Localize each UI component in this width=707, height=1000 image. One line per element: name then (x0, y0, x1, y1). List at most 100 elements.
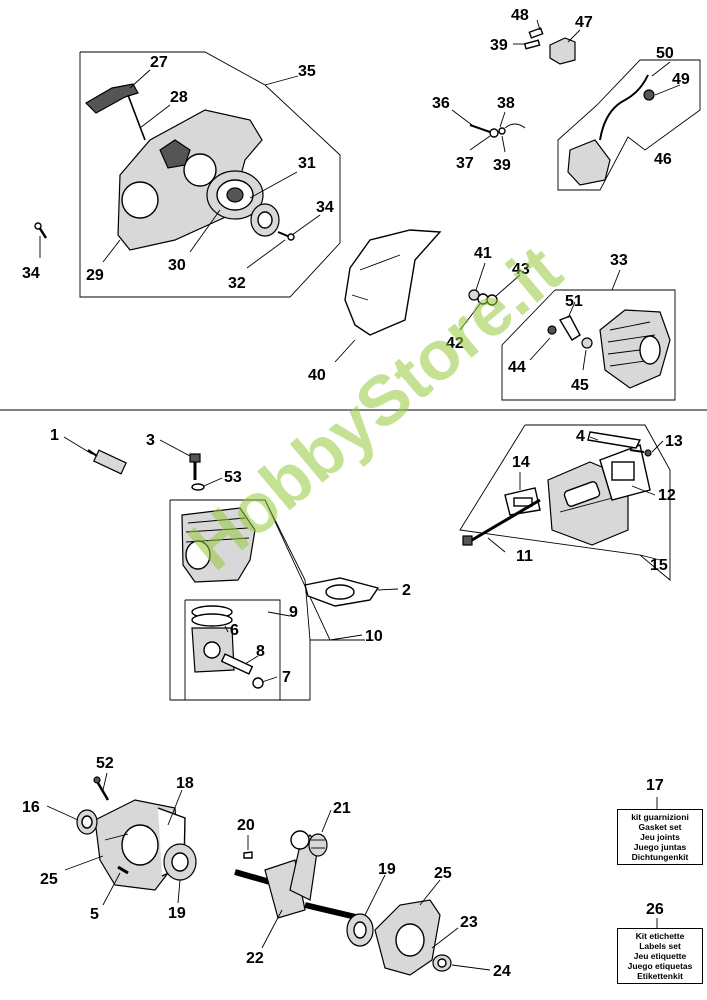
callout-49: 49 (672, 71, 690, 88)
callout-46: 46 (654, 151, 672, 168)
piston-group-frame (184, 599, 281, 701)
callout-26: 26 (646, 901, 664, 918)
callout-33: 33 (610, 252, 628, 269)
callout-45: 45 (571, 377, 589, 394)
callout-20: 20 (237, 817, 255, 834)
callout-25-left: 25 (40, 871, 58, 888)
air-deflector (344, 229, 442, 336)
crankcase-right (374, 899, 441, 976)
callout-51: 51 (565, 293, 583, 310)
labels-kit-line-4: Juego etiquetas (627, 961, 693, 971)
spark-plug (87, 449, 127, 475)
callout-12: 12 (658, 487, 676, 504)
crankcase-left (94, 799, 179, 891)
coil-group-frame (557, 59, 701, 191)
pulley-spring (250, 203, 280, 237)
callout-24: 24 (493, 963, 511, 980)
muffler-gasket (599, 444, 651, 501)
muffler-plate (587, 431, 642, 449)
bearing-right (346, 913, 374, 947)
gasket-kit-line-5: Dichtungenkit (631, 852, 689, 862)
callout-13: 13 (665, 433, 683, 450)
callout-38: 38 (497, 95, 515, 112)
labels-kit-line-3: Jeu etiquette (633, 951, 687, 961)
ignition-switch (523, 27, 576, 65)
callout-50: 50 (656, 45, 674, 62)
circlip (252, 677, 264, 689)
callout-16: 16 (22, 799, 40, 816)
callout-29: 29 (86, 267, 104, 284)
loose-screw (34, 222, 48, 239)
crankshaft (234, 830, 361, 921)
exhaust-spacer (504, 487, 541, 516)
muffler-group-frame (459, 424, 671, 581)
starter-handle (85, 83, 146, 141)
pulley-screw (277, 231, 295, 241)
callout-18: 18 (176, 775, 194, 792)
dowel-pin (117, 865, 129, 875)
callout-31: 31 (298, 155, 316, 172)
callout-41: 41 (474, 245, 492, 262)
callout-48: 48 (511, 7, 529, 24)
callout-1: 1 (50, 427, 59, 444)
oil-seal-left (76, 809, 98, 835)
callout-42: 42 (446, 335, 464, 352)
gasket-kit-line-1: kit guarnizioni (631, 812, 689, 822)
callout-44: 44 (508, 359, 526, 376)
crankcase-screw (93, 776, 110, 801)
callout-36: 36 (432, 95, 450, 112)
key (243, 851, 253, 859)
pawl (547, 315, 581, 341)
callout-25-right: 25 (434, 865, 452, 882)
oil-seal-right (432, 954, 452, 972)
callout-3: 3 (146, 432, 155, 449)
callout-2: 2 (402, 582, 411, 599)
callout-10: 10 (365, 628, 383, 645)
muffler-bolt (462, 498, 541, 546)
cylinder-bolt (189, 453, 205, 491)
starter-group-frame (79, 51, 341, 298)
ignition-coil (567, 74, 655, 186)
callout-22: 22 (246, 950, 264, 967)
piston-pin (220, 653, 254, 675)
callout-52: 52 (96, 755, 114, 772)
cylinder-gasket (304, 577, 380, 607)
bearing-left (163, 843, 197, 881)
callout-23: 23 (460, 914, 478, 931)
callout-32: 32 (228, 275, 246, 292)
callout-28: 28 (170, 89, 188, 106)
callout-39-mid: 39 (493, 157, 511, 174)
callout-17: 17 (646, 777, 664, 794)
callout-19-right: 19 (378, 861, 396, 878)
callout-43: 43 (512, 261, 530, 278)
labels-kit-box: Kit etichette Labels set Jeu etiquette J… (617, 928, 703, 984)
callout-30: 30 (168, 257, 186, 274)
muffler-screw (629, 449, 652, 457)
flywheel-washers (468, 289, 498, 306)
callout-7: 7 (282, 669, 291, 686)
labels-kit-line-2: Labels set (639, 941, 681, 951)
callout-11: 11 (516, 548, 533, 565)
spark-wire-screw (469, 123, 526, 138)
gasket-kit-box: kit guarnizioni Gasket set Jeu joints Ju… (617, 809, 703, 865)
callout-19-left: 19 (168, 905, 186, 922)
callout-53: 53 (224, 469, 242, 486)
callout-4: 4 (576, 428, 585, 445)
flywheel-nut (581, 337, 593, 349)
callout-34-left: 34 (22, 265, 40, 282)
callout-9: 9 (289, 604, 298, 621)
callout-39-top: 39 (490, 37, 508, 54)
callout-15: 15 (650, 557, 668, 574)
callout-14: 14 (512, 454, 530, 471)
gasket-kit-line-2: Gasket set (638, 822, 682, 832)
callout-6: 6 (230, 622, 239, 639)
labels-kit-line-5: Etikettenkit (637, 971, 683, 981)
callout-34-right: 34 (316, 199, 334, 216)
callout-8: 8 (256, 643, 265, 660)
needle-bearing (308, 833, 328, 857)
labels-kit-line-1: Kit etichette (635, 931, 685, 941)
starter-pulley (206, 170, 264, 220)
gasket-kit-line-4: Juego juntas (633, 842, 687, 852)
callout-40: 40 (308, 367, 326, 384)
